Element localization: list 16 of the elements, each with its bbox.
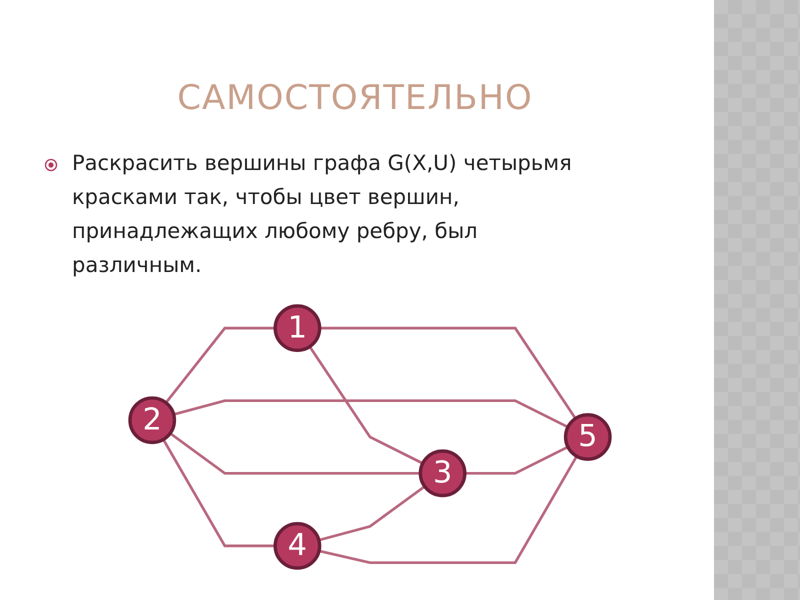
connector xyxy=(173,399,569,428)
node-circle: 5 xyxy=(564,413,612,461)
task-text: Раскрасить вершины графа G(X,U) четырьмя красками так, чтобы цвет вершин, принадлежащих любому ребру, был различным. xyxy=(72,150,572,279)
connector xyxy=(162,438,276,548)
connector xyxy=(464,446,569,475)
node-circle: 2 xyxy=(128,396,176,444)
connector xyxy=(318,485,426,542)
connector xyxy=(164,326,276,404)
heading: САМОСТОЯТЕЛЬНО xyxy=(176,78,534,118)
connector xyxy=(308,346,424,465)
connector xyxy=(320,326,577,420)
connector xyxy=(169,432,420,475)
node-circle: 3 xyxy=(418,449,466,498)
node-circle: 1 xyxy=(274,304,322,352)
connector xyxy=(318,456,578,564)
node-circle: 4 xyxy=(274,522,322,570)
